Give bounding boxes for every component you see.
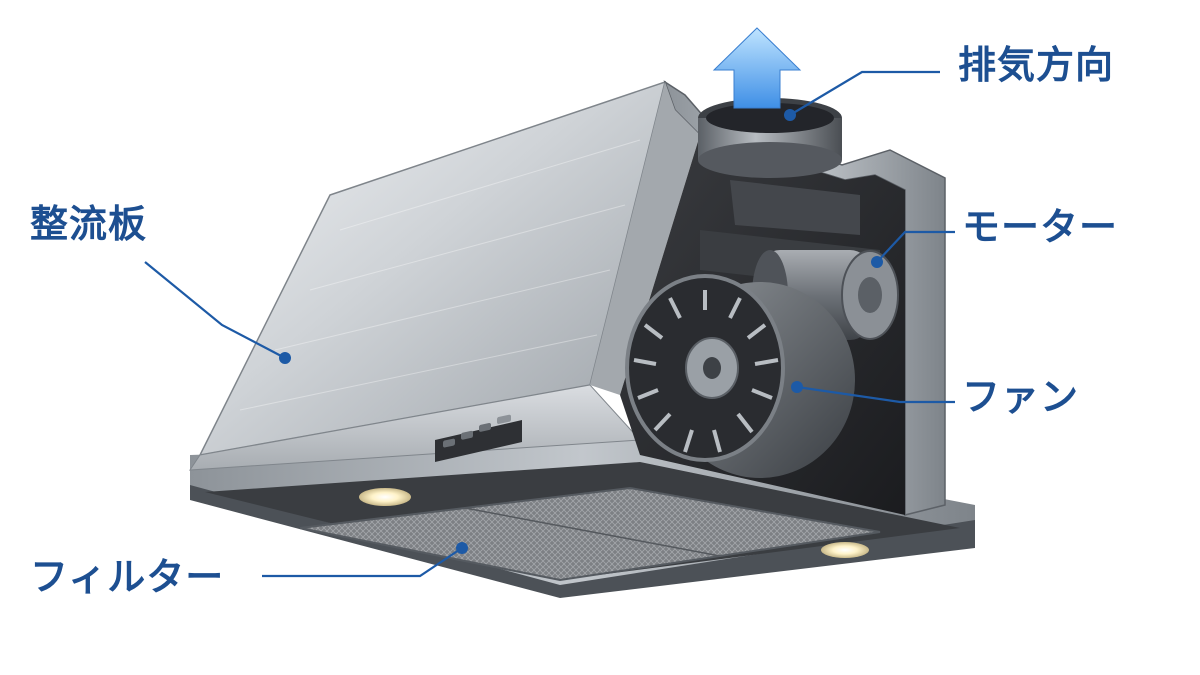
fan-label: ファン <box>962 375 1080 419</box>
baffle-plate <box>189 80 667 471</box>
light-right <box>821 542 869 558</box>
dot-exhaust <box>784 109 796 121</box>
dot-motor <box>871 256 883 268</box>
dot-baffle <box>279 352 291 364</box>
fan <box>625 274 855 478</box>
exhaust-duct <box>698 98 842 178</box>
control-button-4[interactable] <box>497 414 511 424</box>
leader-filter <box>262 547 463 578</box>
dot-filter <box>456 542 468 554</box>
leader-motor <box>876 230 955 263</box>
light-left <box>359 488 411 506</box>
exhaust-direction-label: 排気方向 <box>958 43 1115 87</box>
filter-label: フィルター <box>30 555 225 599</box>
control-button-2[interactable] <box>461 430 473 440</box>
control-panel <box>435 414 522 462</box>
arrow-up-icon <box>712 27 802 109</box>
motor-label: モーター <box>962 205 1119 249</box>
leader-fan <box>796 385 955 404</box>
baffle-plate-label: 整流板 <box>30 202 148 246</box>
leader-dots <box>279 109 883 554</box>
leader-baffle <box>144 261 286 359</box>
control-button-1[interactable] <box>443 438 455 448</box>
dot-fan <box>791 381 803 393</box>
leader-lines <box>144 70 955 578</box>
leader-exhaust <box>789 70 940 116</box>
control-button-3[interactable] <box>479 423 491 433</box>
filter <box>299 486 881 582</box>
